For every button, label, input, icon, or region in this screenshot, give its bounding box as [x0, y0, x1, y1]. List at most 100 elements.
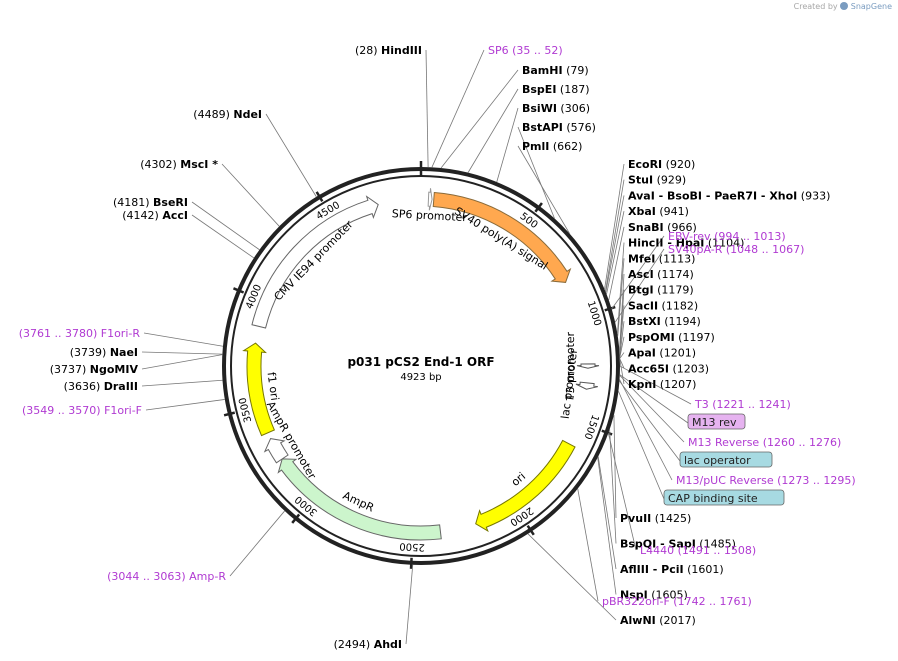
- site-labels: BamHI (79)BspEI (187)BsiWI (306)BstAPI (…: [19, 44, 856, 651]
- leader-lines: [141, 49, 692, 645]
- site-label: (3737) NgoMIV: [50, 363, 139, 376]
- site-label: StuI (929): [628, 174, 686, 187]
- leader-line: [597, 457, 617, 595]
- site-label: PmlI (662): [522, 140, 582, 153]
- leader-line: [619, 352, 625, 359]
- leader-line: [607, 432, 637, 551]
- feature-ori: [475, 439, 576, 533]
- feature-box-label: lac operator: [684, 454, 751, 467]
- feature-box: [663, 489, 785, 506]
- feature-t3-promoter: [576, 363, 600, 369]
- leader-line: [431, 49, 485, 168]
- leader-line: [618, 390, 665, 500]
- feature-f1-ori: [242, 342, 276, 437]
- leader-line: [609, 429, 617, 544]
- site-label: BstXI (1194): [628, 315, 701, 328]
- leader-line: [517, 126, 555, 219]
- leader-line: [143, 332, 224, 347]
- leader-line: [221, 163, 280, 227]
- leader-line: [597, 456, 617, 570]
- site-label: PvuII (1425): [620, 512, 691, 525]
- plasmid-length: 4923 bp: [400, 372, 441, 383]
- leader-line: [617, 258, 625, 337]
- leader-line: [606, 211, 625, 295]
- feature-label: SP6 promoter: [391, 207, 467, 224]
- brand-text: SnapGene: [850, 2, 892, 11]
- feature-label: T3 promoter: [564, 331, 577, 401]
- leader-line: [425, 49, 429, 168]
- tick-label-2500: 2500: [399, 540, 425, 552]
- site-label: PspOMI (1197): [628, 331, 715, 344]
- feature-box-label: M13 rev: [692, 416, 737, 429]
- leader-line: [619, 379, 673, 481]
- site-label: Acc65I (1203): [628, 362, 709, 375]
- feature-box: [687, 413, 746, 430]
- site-label: EcoRI (920): [628, 158, 695, 171]
- site-label: (3044 .. 3063) Amp-R: [107, 570, 226, 583]
- snapgene-logo-icon: [840, 2, 849, 10]
- tick-4000: [232, 287, 245, 294]
- tick-2500: [409, 557, 413, 569]
- leader-line: [611, 235, 665, 310]
- leader-line: [405, 564, 414, 645]
- tick-3500: [223, 411, 236, 417]
- leader-line: [145, 399, 225, 411]
- feature-sv40-poly-a-signal: [432, 191, 572, 283]
- site-label: BstAPI (576): [522, 121, 596, 134]
- leader-line: [604, 163, 625, 290]
- site-label: SV40pA-R (1048 .. 1067): [668, 243, 804, 256]
- leader-line: [265, 113, 317, 197]
- site-label: AscI (1174): [628, 268, 694, 281]
- site-label: SacII (1182): [628, 299, 698, 312]
- site-label: BspQI - SapI (1485): [620, 538, 736, 551]
- site-label: (4489) NdeI: [193, 108, 262, 121]
- leader-line: [613, 414, 617, 519]
- site-label: SnaBI (966): [628, 221, 697, 234]
- leader-line: [517, 145, 571, 235]
- site-label: BspEI (187): [522, 83, 590, 96]
- site-label: (3739) NaeI: [70, 346, 138, 359]
- leader-line: [619, 359, 625, 385]
- site-label: BtgI (1179): [628, 284, 694, 297]
- leader-line: [619, 380, 681, 462]
- leader-line: [619, 305, 625, 354]
- tick-500: [534, 202, 543, 213]
- leader-line: [614, 248, 665, 323]
- leader-line: [608, 226, 625, 301]
- site-label: (28) HindIII: [355, 44, 422, 57]
- feature-box-label: CAP binding site: [668, 492, 758, 505]
- site-label: SP6 (35 .. 52): [488, 44, 563, 57]
- site-label: AflIII - PciI (1601): [620, 563, 724, 576]
- site-label: L4440 (1491 .. 1508): [640, 544, 756, 557]
- site-label: BsiWI (306): [522, 102, 590, 115]
- site-label: (3549 .. 3570) F1ori-F: [22, 404, 142, 417]
- leader-line: [141, 354, 223, 370]
- site-label: ApaI (1201): [628, 347, 696, 360]
- leader-line: [605, 195, 625, 293]
- leader-line: [619, 358, 625, 369]
- tick-3000: [291, 513, 301, 524]
- site-label: HincII - HpaI (1104): [628, 237, 744, 250]
- leader-line: [577, 488, 599, 602]
- site-label: MfeI (1113): [628, 252, 695, 265]
- leader-line: [191, 201, 260, 251]
- leader-line: [605, 179, 625, 292]
- site-label: (3761 .. 3780) F1ori-R: [19, 327, 141, 340]
- leader-line: [440, 69, 519, 169]
- site-label: KpnI (1207): [628, 378, 696, 391]
- leader-line: [619, 321, 625, 357]
- site-label: M13/pUC Reverse (1273 .. 1295): [676, 474, 856, 487]
- tick-4500: [315, 191, 324, 202]
- leader-line: [141, 379, 223, 387]
- tick-1500: [601, 429, 613, 436]
- leader-line: [141, 351, 223, 355]
- feature-box: [679, 451, 773, 468]
- feature-cmv-ie94-promoter: [251, 195, 379, 329]
- feature-ampr-promoter: [263, 438, 289, 464]
- site-label: T3 (1221 .. 1241): [694, 398, 791, 411]
- leader-line: [619, 365, 692, 405]
- leader-line: [617, 242, 625, 334]
- leader-line: [619, 336, 625, 358]
- site-label: (2494) AhdI: [334, 638, 402, 651]
